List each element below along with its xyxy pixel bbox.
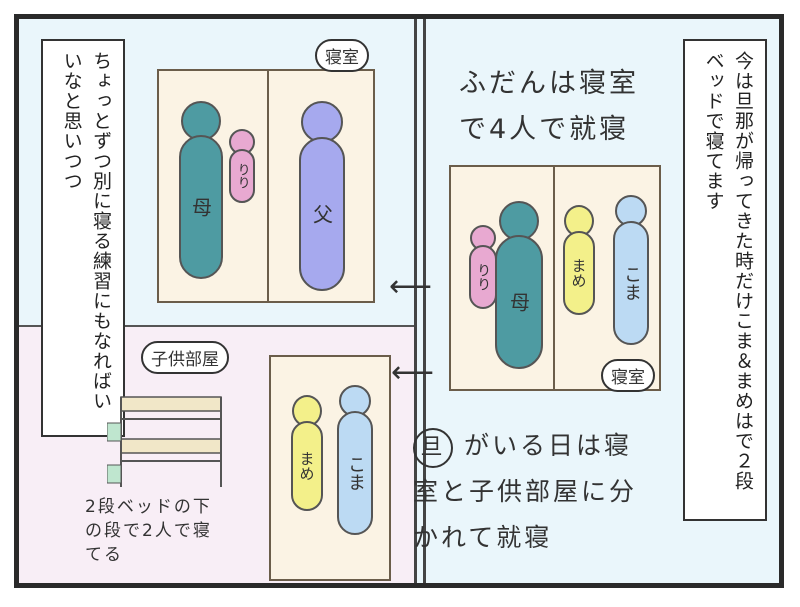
narration-text: 今は旦那が帰ってきた時だけこま＆まめはで２段ベッドで寝てます (702, 51, 754, 491)
koma-figure: こま (337, 385, 373, 535)
narration-box-right: 今は旦那が帰ってきた時だけこま＆まめはで２段ベッドで寝てます (683, 39, 767, 521)
arrow-left-icon: ⟵ (391, 355, 435, 390)
arrow-left-icon: ⟵ (389, 269, 433, 304)
caption-usual: ふだんは寝室で4人で就寝 (459, 68, 639, 145)
mame-figure: まめ (563, 205, 595, 315)
room-label-kids-room: 子供部屋 (141, 341, 229, 374)
mame-figure: まめ (291, 395, 323, 511)
panel-divider (423, 19, 426, 583)
caption-bunk-note: 2段ベッドの下の段で2人で寝てる (85, 497, 212, 565)
section-divider (19, 325, 414, 327)
narration-text: ちょっとずつ別に寝る練習にもなればいいなと思いつつ (60, 51, 112, 411)
room-label-bedroom: 寝室 (315, 39, 369, 72)
koma-figure: こま (613, 195, 649, 345)
bunk-bed-illustration (107, 396, 222, 487)
caption-dan-day: 旦 がいる日は寝室と子供部屋に分かれて就寝 (413, 423, 643, 561)
panel-divider (414, 19, 417, 583)
futon-seam (267, 71, 269, 301)
father-figure: 父 (299, 101, 345, 291)
bedroom-left: 母 りり 父 (157, 69, 375, 303)
room-label-bedroom: 寝室 (601, 359, 655, 392)
riri-figure: りり (469, 225, 497, 309)
kids-bunk-top-view: まめ こま (269, 355, 391, 581)
mother-figure: 母 (495, 201, 543, 369)
riri-figure: りり (229, 129, 255, 203)
bedroom-right: りり 母 まめ こま 寝室 (449, 165, 661, 392)
futon-seam (553, 167, 555, 389)
comic-panel: 今は旦那が帰ってきた時だけこま＆まめはで２段ベッドで寝てます ちょっとずつ別に寝… (14, 14, 784, 588)
mother-figure: 母 (179, 101, 223, 279)
dan-circle-icon: 旦 (413, 428, 453, 468)
narration-box-left: ちょっとずつ別に寝る練習にもなればいいなと思いつつ (41, 39, 125, 437)
